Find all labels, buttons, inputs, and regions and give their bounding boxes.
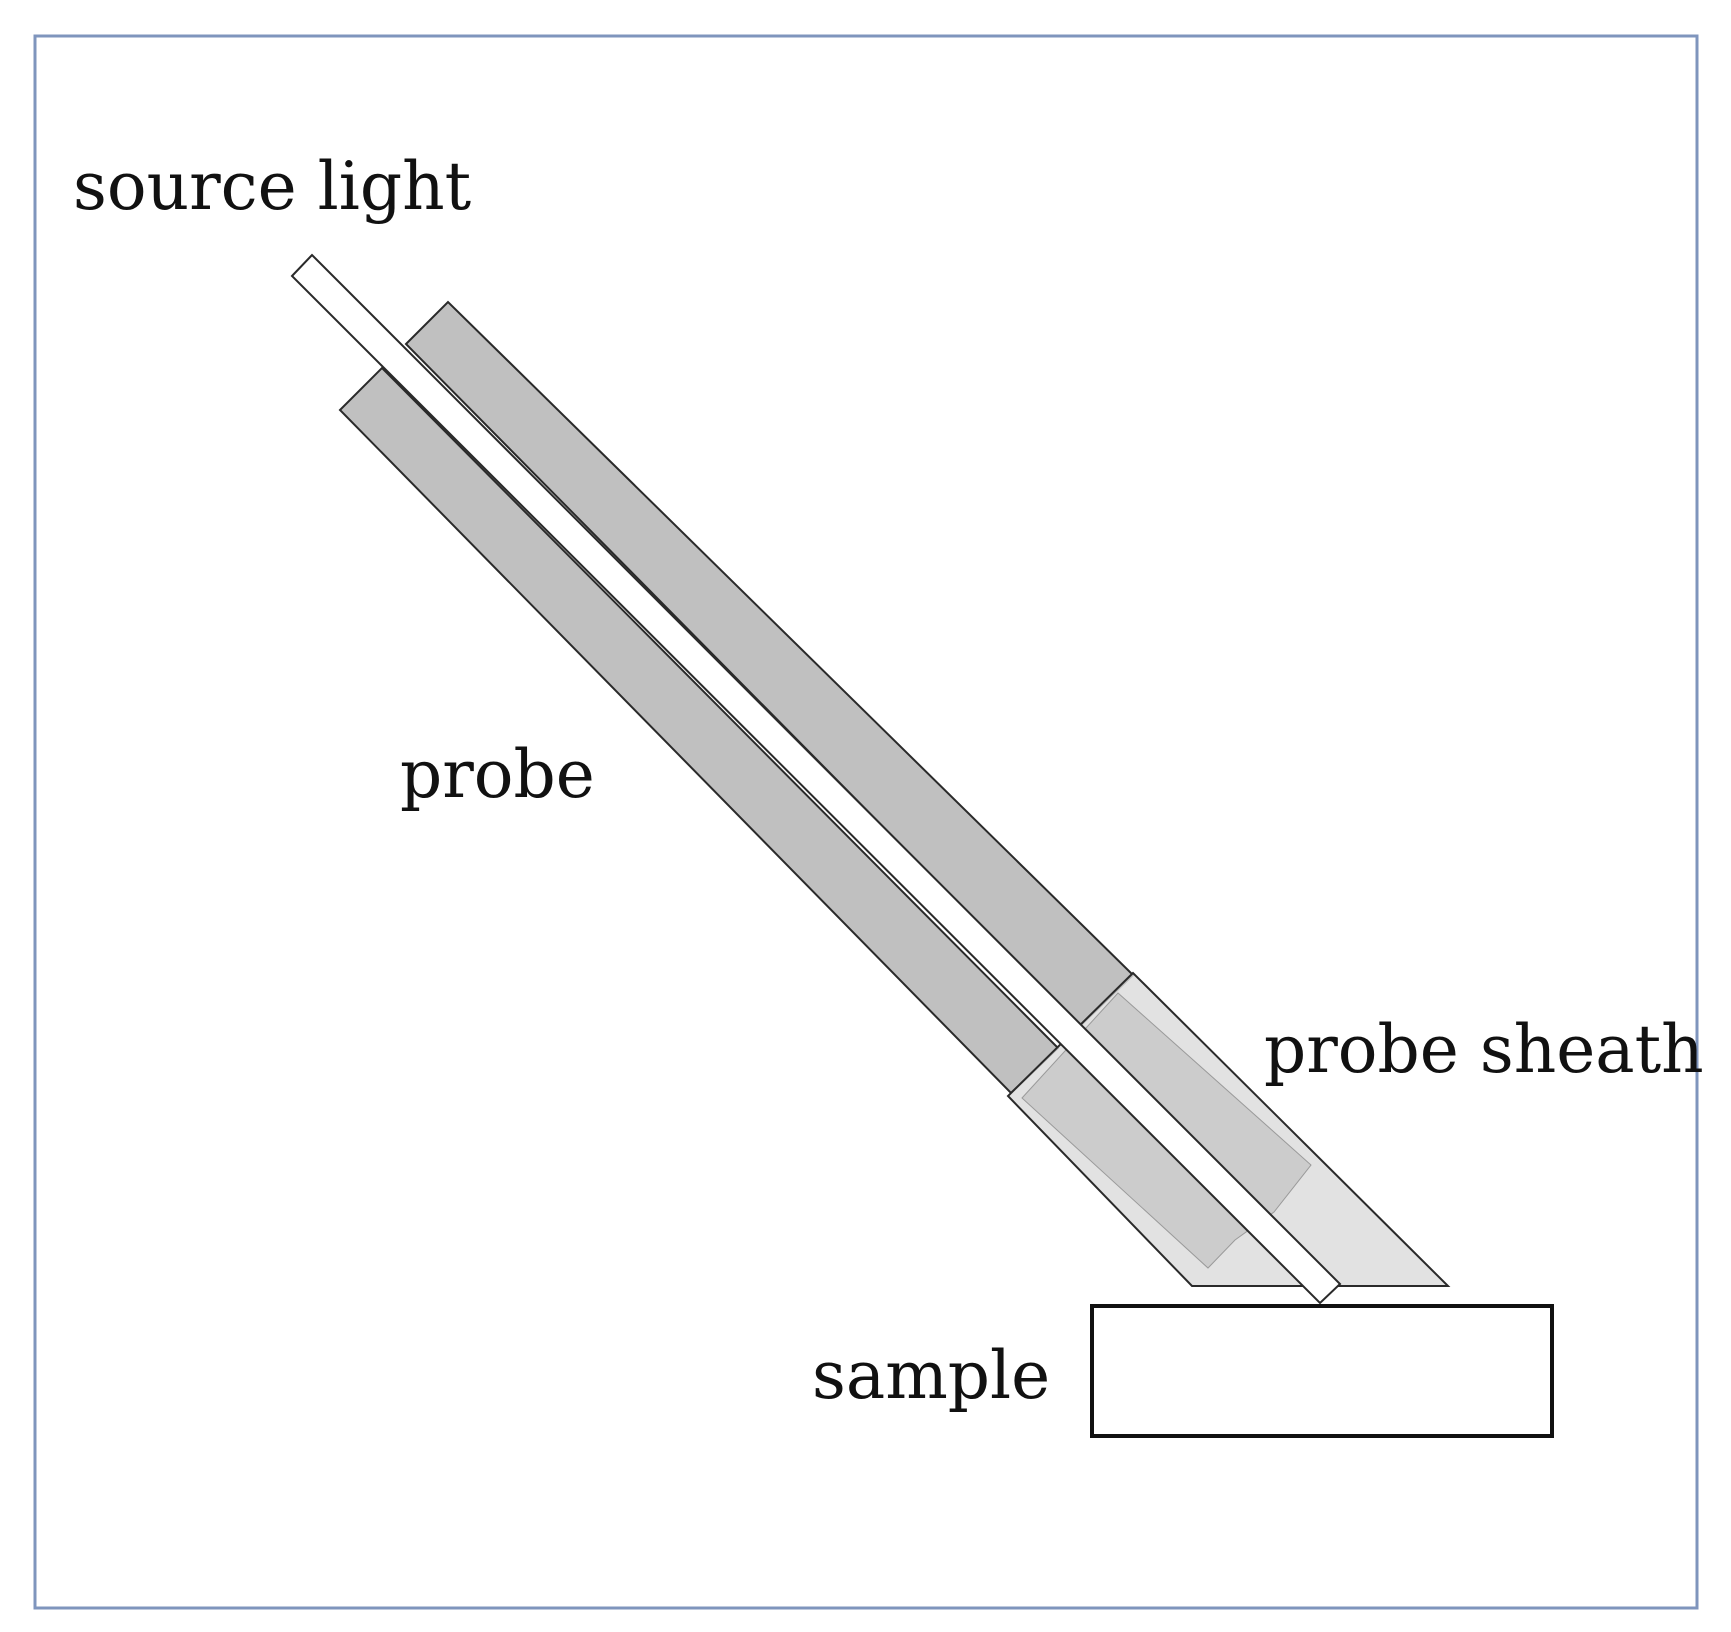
probe-label: probe (400, 736, 595, 813)
source-light-label: source light (73, 148, 471, 225)
source-light-fiber (290, 253, 1342, 1305)
probe-sheath-label: probe sheath (1264, 1011, 1704, 1088)
sample-block (1090, 1304, 1554, 1438)
sample-label: sample (812, 1337, 1050, 1414)
